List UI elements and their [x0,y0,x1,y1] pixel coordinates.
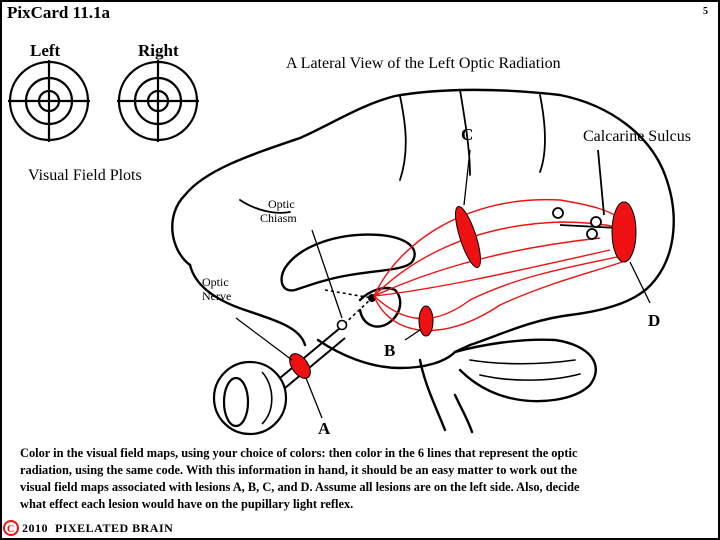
instructions-line-4: what effect each lesion would have on th… [20,497,353,511]
optic-nerve-label-line2: Nerve [202,289,231,303]
radiation-line-3 [373,237,601,297]
instructions-line-1: Color in the visual field maps, using yo… [20,446,578,460]
left-field-label: Left [30,41,61,60]
right-field-label: Right [138,41,179,60]
copyright-text: 2010 PIXELATED BRAIN [22,521,173,535]
optic-chiasm-label-line1: Optic [268,197,295,211]
lesion-d-marker [611,201,637,263]
lesion-c-marker [455,205,481,269]
leader-lines [235,149,651,419]
instructions-line-3: visual field maps associated with lesion… [20,480,580,494]
radiation-line-4 [373,249,611,297]
calcarine-circles [552,207,602,240]
optic-radiation [373,198,623,332]
copyright-symbol: C [7,524,14,535]
lesion-a-marker [289,353,311,379]
lesion-c-label: C [461,125,473,144]
calcarine-sulcus-line [559,149,619,229]
calcarine-sulcus-label: Calcarine Sulcus [583,128,691,145]
card-title: PixCard 11.1a [7,3,110,22]
left-visual-field-plot [8,60,90,142]
lesion-shapes [289,201,637,379]
lesion-d-label: D [648,311,660,330]
lesion-b-marker [418,305,434,337]
visual-field-caption: Visual Field Plots [28,167,142,184]
radiation-line-6 [373,261,623,332]
optic-chiasm-marker [336,319,348,331]
diagram-heading: A Lateral View of the Left Optic Radiati… [286,55,561,72]
instructions-line-2: radiation, using the same code. With thi… [20,463,577,477]
copyright-icon: C [3,520,19,536]
right-visual-field-plot [117,60,199,142]
optic-nerve-shape [279,327,346,389]
lesion-a-label: A [318,419,331,438]
lesion-b-label: B [384,341,395,360]
eye-outline [212,360,288,436]
page-number: 5 [703,6,708,17]
radiation-line-1 [373,198,623,297]
radiation-line-5 [373,255,623,320]
optic-chiasm-label-line2: Chiasm [260,211,297,225]
brain-outline [171,88,675,434]
optic-nerve-label-line1: Optic [202,275,229,289]
